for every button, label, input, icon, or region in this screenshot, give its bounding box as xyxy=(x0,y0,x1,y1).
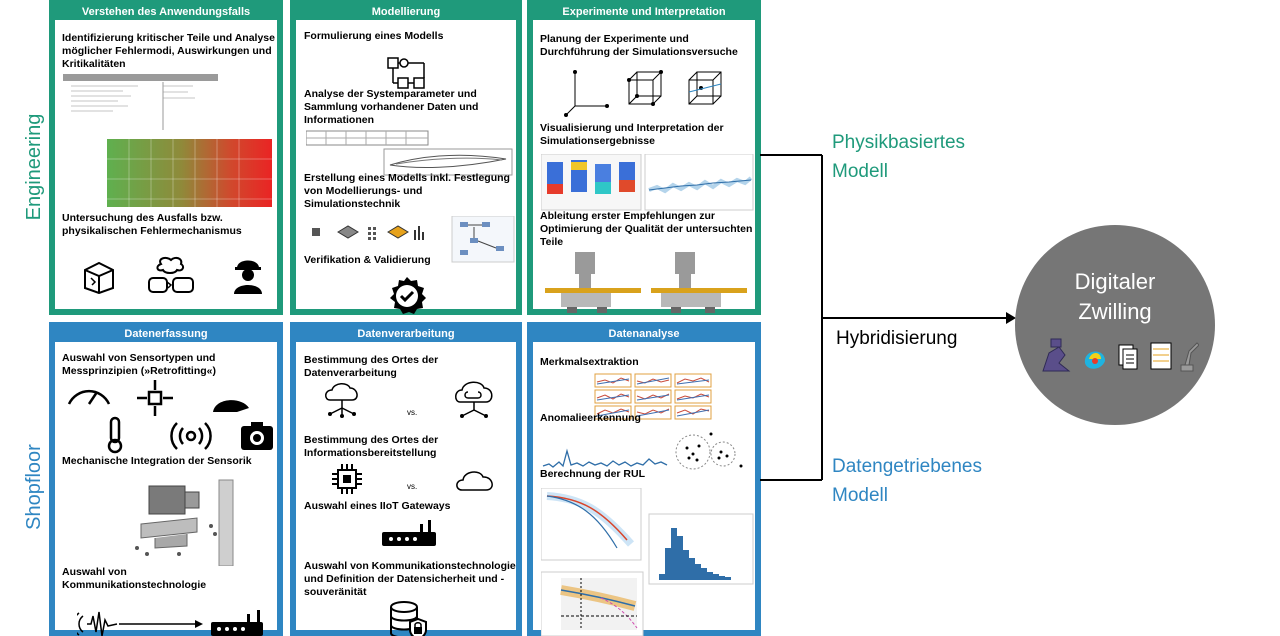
verified-badge-icon xyxy=(390,277,426,314)
edge-node-icon xyxy=(325,383,358,418)
design-of-experiments-image xyxy=(564,70,722,117)
panel-experimente: Experimente und Interpretation Planung d… xyxy=(527,0,761,315)
versus-label: vs. xyxy=(407,408,418,417)
secure-database-icon xyxy=(390,601,427,636)
digital-twin-circle: Digitaler Zwilling xyxy=(1015,225,1215,425)
panel-datenverarbeitung: Datenverarbeitung Bestimmung des Ortes d… xyxy=(290,322,522,636)
step-text: Merkmalsextraktion xyxy=(540,356,639,368)
step-text: Analyse der Systemparameter und Sammlung… xyxy=(304,88,479,126)
step-text: Untersuchung des Ausfalls bzw. physikali… xyxy=(62,212,242,237)
sensor-icons-image xyxy=(67,380,273,454)
parameter-table-image xyxy=(306,130,513,176)
step-text: Mechanische Integration der Sensorik xyxy=(62,455,252,467)
cloud-icon xyxy=(456,471,493,491)
step-text: Auswahl eines IIoT Gateways xyxy=(304,500,451,512)
panel-title: Datenanalyse xyxy=(533,328,755,342)
cloud-processing-icon xyxy=(455,381,493,418)
broken-box-icon xyxy=(84,261,114,294)
sensor-mounting-image xyxy=(135,479,234,566)
panel-datenanalyse: Datenanalyse Merkmalsextraktion Anomalie… xyxy=(527,322,761,636)
panel-title: Experimente und Interpretation xyxy=(533,6,755,20)
versus-label: vs. xyxy=(407,482,418,491)
simulation-icons-image xyxy=(312,216,515,263)
step-text: Visualisierung und Interpretation der Si… xyxy=(540,122,724,147)
panel-datenerfassung: Datenerfassung Auswahl von Sensortypen u… xyxy=(49,322,283,636)
broken-pipe-icon xyxy=(148,256,194,293)
fmea-table-image xyxy=(63,74,272,207)
punching-setup-image xyxy=(545,252,747,313)
digital-twin-title: Digitaler Zwilling xyxy=(1074,269,1156,324)
step-text: Bestimmung des Ortes der Informationsber… xyxy=(304,434,439,459)
signal-to-gateway-image xyxy=(77,610,263,636)
step-text: Auswahl von Kommunikationstechnologie xyxy=(62,566,207,591)
row-label-engineering: Engineering xyxy=(23,113,45,221)
panel-anwendungsfall: Verstehen des Anwendungsfalls Identifizi… xyxy=(49,0,283,315)
data-model-label: Datengetriebenes Modell xyxy=(832,456,982,506)
panel-title: Datenverarbeitung xyxy=(296,328,516,342)
step-text: Berechnung der RUL xyxy=(540,468,646,480)
feature-plots-image xyxy=(594,373,712,420)
chip-icon xyxy=(332,464,362,494)
step-text: Ableitung erster Empfehlungen zur Optimi… xyxy=(540,210,753,248)
panel-modellierung: Modellierung Formulierung eines Modells … xyxy=(290,0,522,315)
block-diagram-image xyxy=(387,57,425,89)
hybridization-label: Hybridisierung xyxy=(836,328,958,349)
step-text: Bestimmung des Ortes der Datenverarbeitu… xyxy=(304,354,439,379)
step-text: Verifikation & Validierung xyxy=(304,254,431,266)
step-text: Planung der Experimente und Durchführung… xyxy=(540,33,738,58)
twin-icons-image xyxy=(1042,338,1199,372)
step-text: Auswahl von Sensortypen und Messprinzipi… xyxy=(62,352,217,377)
step-text: Anomalieerkennung xyxy=(540,412,641,424)
row-label-shopfloor: Shopfloor xyxy=(23,444,45,530)
physics-model-label: Physikbasiertes Modell xyxy=(832,132,966,182)
step-text: Formulierung eines Modells xyxy=(304,30,444,42)
connector-lines xyxy=(760,154,1016,481)
simulation-results-image xyxy=(541,154,754,211)
rul-plots-image xyxy=(541,488,754,636)
gateway-icon xyxy=(382,520,436,546)
panel-title: Datenerfassung xyxy=(55,328,277,342)
step-text: Identifizierung kritischer Teile und Ana… xyxy=(62,32,275,70)
panel-title: Verstehen des Anwendungsfalls xyxy=(55,6,277,20)
worker-icon xyxy=(234,260,262,294)
step-text: Erstellung eines Modells inkl. Festlegun… xyxy=(304,172,510,210)
step-text: Auswahl von Kommunikationstechnologie un… xyxy=(304,560,516,598)
anomaly-plots-image xyxy=(542,432,743,470)
panel-title: Modellierung xyxy=(296,6,516,20)
